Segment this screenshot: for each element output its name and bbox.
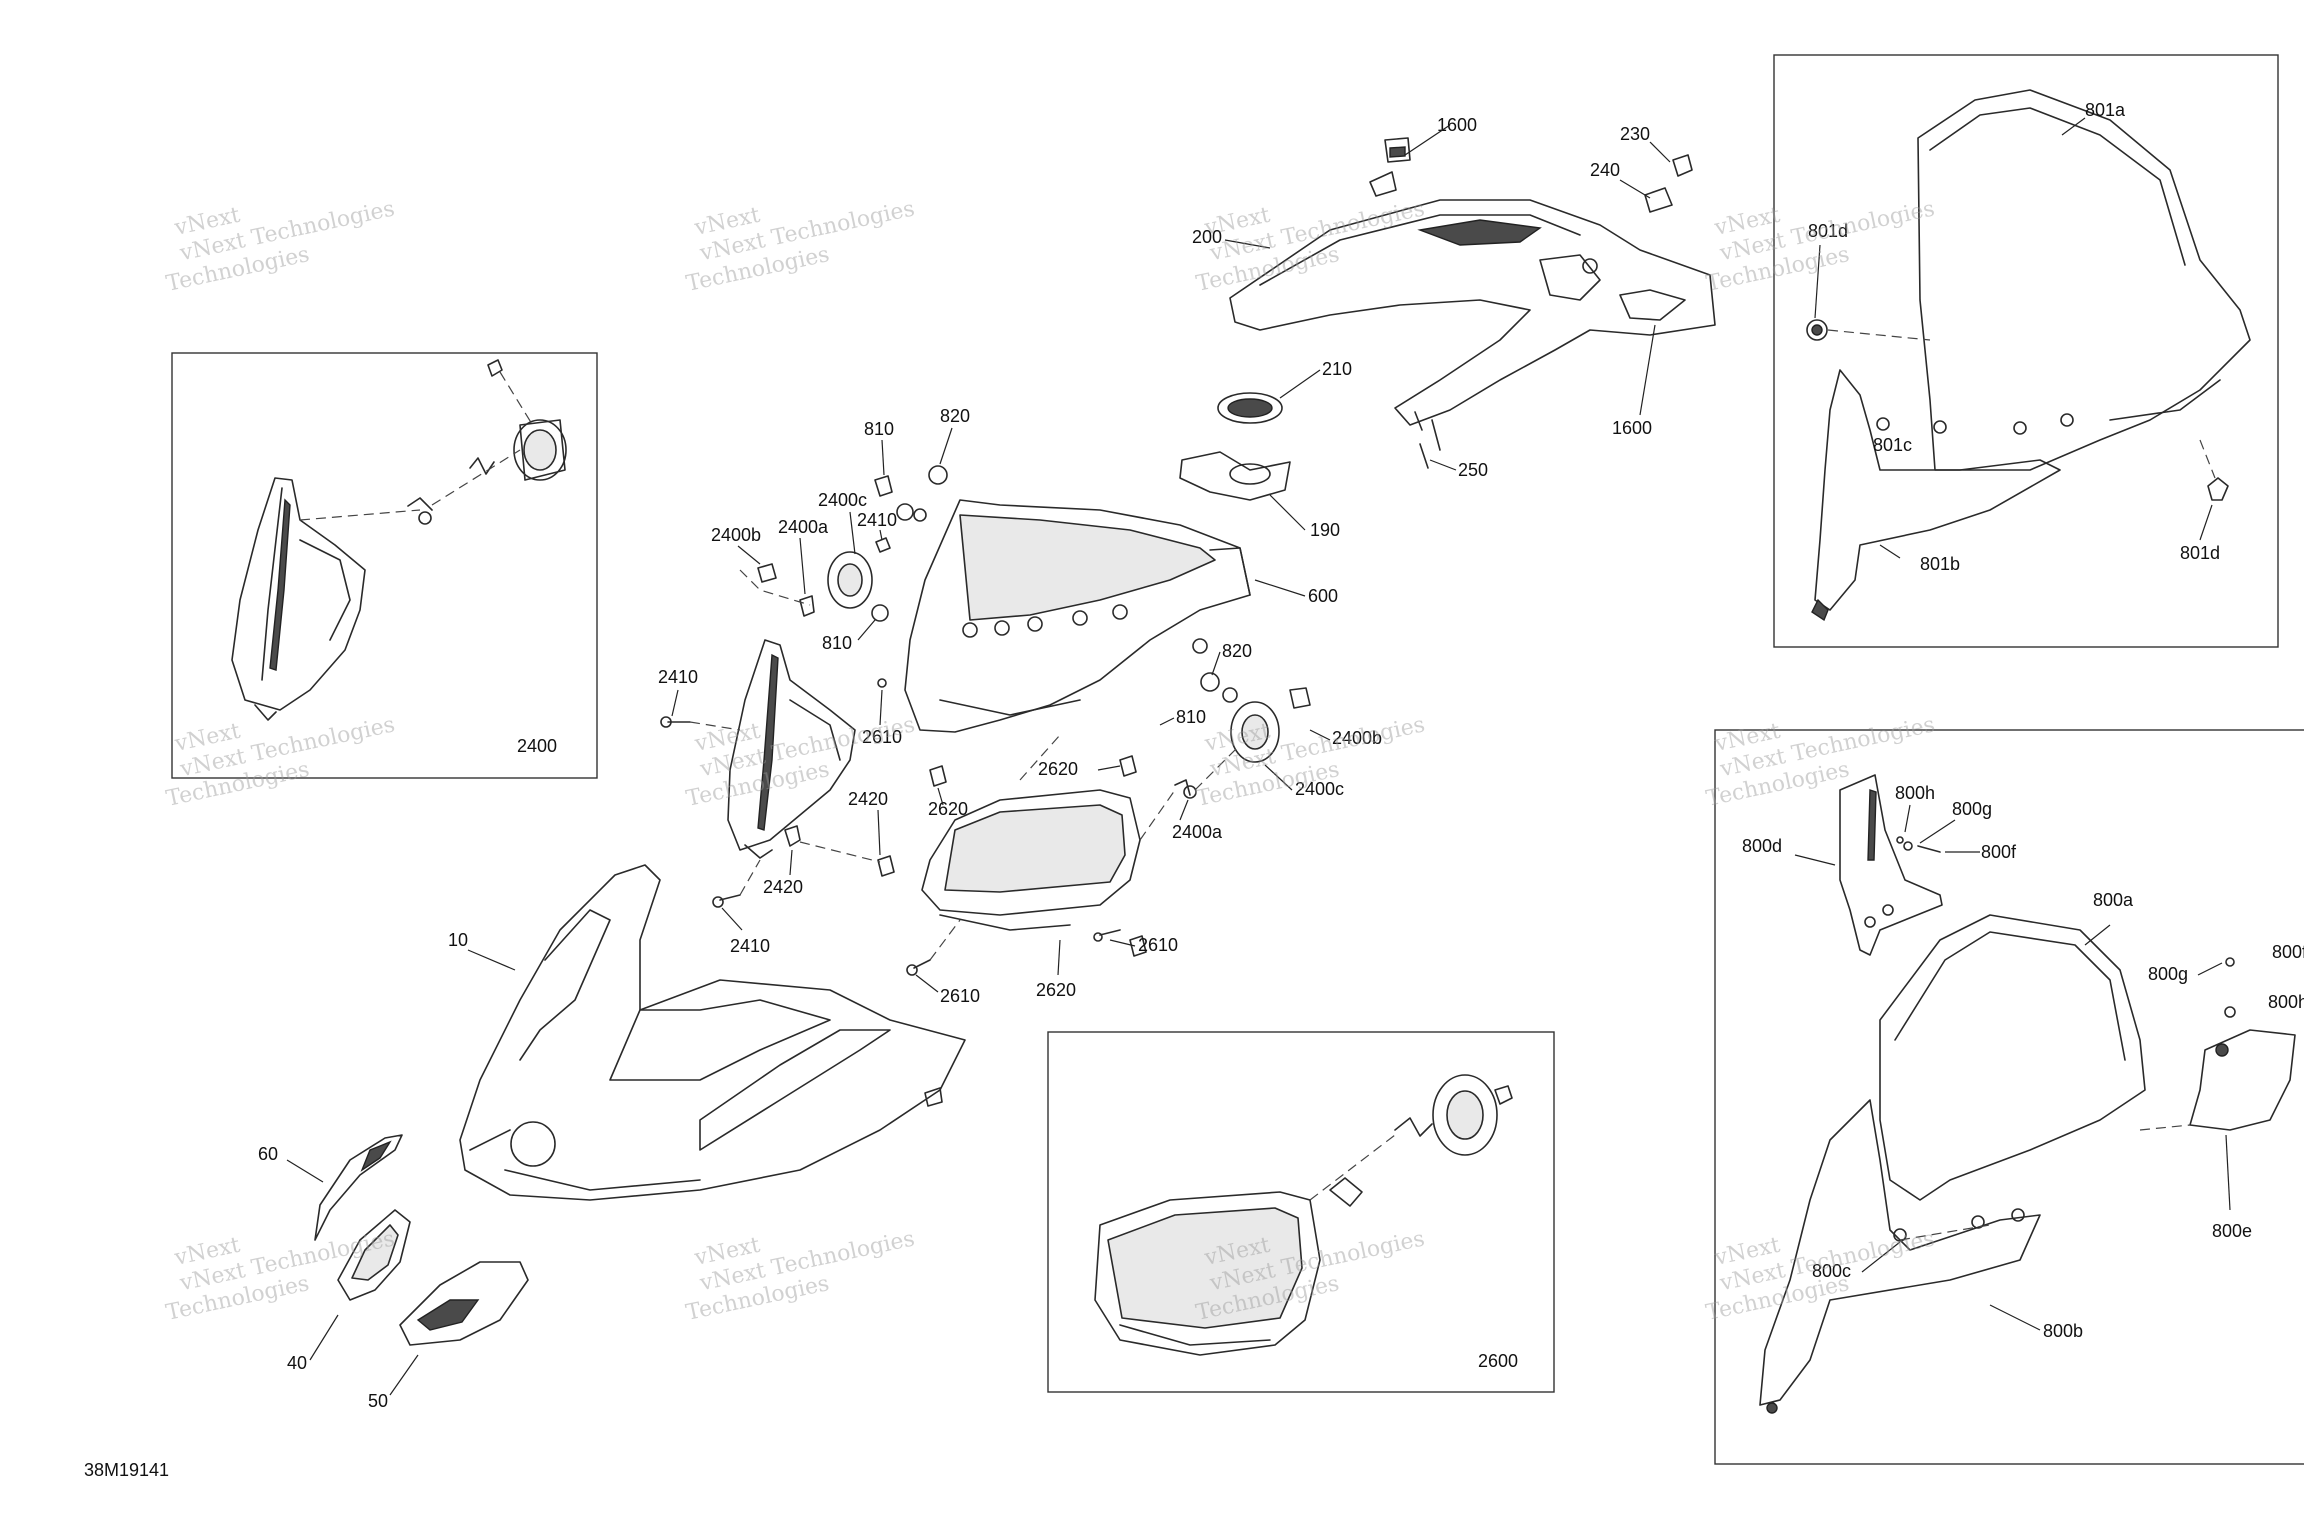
callout-800b: 800b <box>2043 1321 2083 1341</box>
callout-2620-b: 2620 <box>928 799 968 819</box>
inset-box-2600 <box>1047 1031 1555 1393</box>
windshield-801-drawing <box>1806 89 2251 622</box>
callout-2610-a: 2610 <box>862 727 902 747</box>
callout-2400b-b: 2400b <box>1332 728 1382 748</box>
callout-800f-b: 800f <box>2272 942 2304 962</box>
callout-2600: 2600 <box>1478 1351 1518 1371</box>
callout-820-b: 820 <box>1222 641 1252 661</box>
callout-800f: 800f <box>1981 842 2017 862</box>
callout-2410-b: 2410 <box>658 667 698 687</box>
callout-1600-a: 1600 <box>1437 115 1477 135</box>
headlamp-lh-main-drawing <box>660 639 947 908</box>
callout-240: 240 <box>1590 160 1620 180</box>
callout-60: 60 <box>258 1144 278 1164</box>
callout-250: 250 <box>1458 460 1488 480</box>
console-200-drawing <box>1229 137 1716 469</box>
vents-drawing <box>314 1134 529 1346</box>
inset-box-2400 <box>171 352 598 779</box>
callout-1600-b: 1600 <box>1612 418 1652 438</box>
callout-800c: 800c <box>1812 1261 1851 1281</box>
callout-810-a: 810 <box>864 419 894 439</box>
callout-800g-b: 800g <box>2148 964 2188 984</box>
callout-801d-a: 801d <box>1808 221 1848 241</box>
inset-box-800 <box>1714 729 2304 1465</box>
callout-190: 190 <box>1310 520 1340 540</box>
callout-801d-b: 801d <box>2180 543 2220 563</box>
callout-230: 230 <box>1620 124 1650 144</box>
callout-2400a-b: 2400a <box>1172 822 1223 842</box>
headlamp-2400-drawing <box>231 359 567 721</box>
support-600-drawing <box>904 499 1251 733</box>
callout-2410-a: 2410 <box>857 510 897 530</box>
callout-810-c: 810 <box>1176 707 1206 727</box>
callout-801a: 801a <box>2085 100 2126 120</box>
callout-2400a-a: 2400a <box>778 517 829 537</box>
callout-820-a: 820 <box>940 406 970 426</box>
callout-801c: 801c <box>1873 435 1912 455</box>
callout-50: 50 <box>368 1391 388 1411</box>
headlamp-2600-drawing <box>1094 1074 1513 1356</box>
callout-800a: 800a <box>2093 890 2134 910</box>
callout-2610-c: 2610 <box>940 986 980 1006</box>
callout-210: 210 <box>1322 359 1352 379</box>
callout-810-b: 810 <box>822 633 852 653</box>
callout-600: 600 <box>1308 586 1338 606</box>
callout-200: 200 <box>1192 227 1222 247</box>
headlamp-rh-main-drawing <box>906 638 1311 976</box>
callout-2610-b: 2610 <box>1138 935 1178 955</box>
callout-2420-a: 2420 <box>848 789 888 809</box>
callout-2420-b: 2420 <box>763 877 803 897</box>
callout-10: 10 <box>448 930 468 950</box>
fascia-10-drawing <box>459 864 966 1201</box>
inset-box-801 <box>1773 54 2279 648</box>
callout-800h-b: 800h <box>2268 992 2304 1012</box>
fasteners-left-drawing <box>739 465 948 622</box>
callout-2410-c: 2410 <box>730 936 770 956</box>
callout-2400c-b: 2400c <box>1295 779 1344 799</box>
callout-800d: 800d <box>1742 836 1782 856</box>
callout-40: 40 <box>287 1353 307 1373</box>
figure-code: 38M19141 <box>84 1460 169 1480</box>
callout-2400: 2400 <box>517 736 557 756</box>
callout-800g-a: 800g <box>1952 799 1992 819</box>
callout-800h-a: 800h <box>1895 783 1935 803</box>
windshield-800-drawing <box>1759 774 2296 1414</box>
callout-2400c-a: 2400c <box>818 490 867 510</box>
ring-210-drawing <box>1179 392 1291 501</box>
callout-2400b-a: 2400b <box>711 525 761 545</box>
callout-2620-c: 2620 <box>1036 980 1076 1000</box>
callout-801b: 801b <box>1920 554 1960 574</box>
callout-2620-a: 2620 <box>1038 759 1078 779</box>
callout-800e: 800e <box>2212 1221 2252 1241</box>
